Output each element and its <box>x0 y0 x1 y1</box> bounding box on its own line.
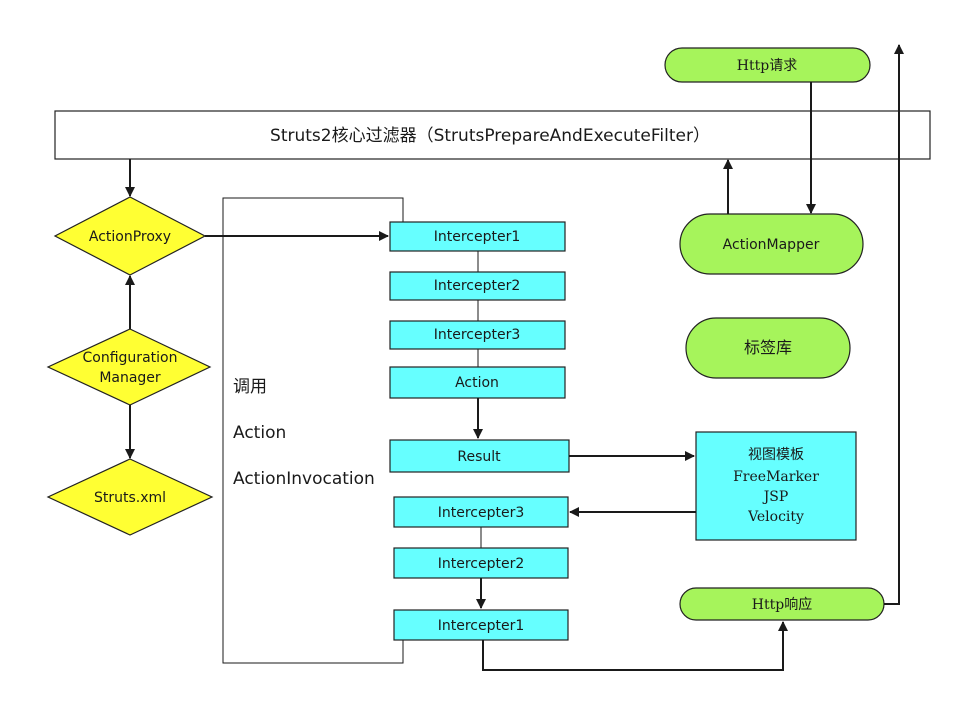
tag-library-node: 标签库 <box>685 317 851 379</box>
interceptor1-in-label: Intercepter1 <box>434 229 521 245</box>
invocation-label-actioninvocation: ActionInvocation <box>233 469 375 489</box>
result-label: Result <box>457 449 501 465</box>
action-proxy-node: ActionProxy <box>53 196 207 276</box>
invocation-bracket <box>222 197 404 664</box>
action-label: Action <box>455 375 499 391</box>
struts-xml-node: Struts.xml <box>46 458 214 536</box>
view-templates-box: 视图模板 FreeMarker JSP Velocity <box>695 431 857 541</box>
http-response-node: Http响应 <box>679 587 885 621</box>
interceptor2-out-label: Intercepter2 <box>438 556 525 572</box>
core-filter-label: Struts2核心过滤器（StrutsPrepareAndExecuteFilt… <box>270 126 710 146</box>
interceptor1-in-box: Intercepter1 <box>389 221 566 252</box>
interceptor1-out-label: Intercepter1 <box>438 618 525 634</box>
action-mapper-node: ActionMapper <box>679 213 864 275</box>
interceptor3-in-label: Intercepter3 <box>434 327 521 343</box>
tag-library-label: 标签库 <box>744 338 792 357</box>
action-proxy-label: ActionProxy <box>89 229 171 245</box>
interceptor1-out-box: Intercepter1 <box>393 609 569 641</box>
interceptor2-in-box: Intercepter2 <box>389 271 566 301</box>
interceptor3-in-box: Intercepter3 <box>389 320 566 350</box>
view-template-jsp: JSP <box>762 489 789 505</box>
arrow-interceptor1-to-response <box>482 621 788 671</box>
invocation-label-action: Action <box>233 423 286 443</box>
struts-xml-label: Struts.xml <box>94 490 166 506</box>
interceptor3-out-box: Intercepter3 <box>393 496 569 528</box>
http-response-label: Http响应 <box>752 596 812 613</box>
configuration-manager-line2: Manager <box>99 370 161 386</box>
result-box: Result <box>389 439 570 473</box>
view-template-freemarker: FreeMarker <box>733 469 819 485</box>
invocation-label-call: 调用 <box>233 377 267 397</box>
interceptor3-out-label: Intercepter3 <box>438 505 525 521</box>
view-templates-title: 视图模板 <box>748 447 804 463</box>
http-request-label: Http请求 <box>737 58 797 74</box>
http-request-node: Http请求 <box>664 47 871 83</box>
action-box: Action <box>389 366 566 399</box>
arrow-response-out <box>884 44 904 605</box>
interceptor2-in-label: Intercepter2 <box>434 278 521 294</box>
configuration-manager-node: Configuration Manager <box>46 328 212 406</box>
view-template-velocity: Velocity <box>747 509 804 525</box>
action-mapper-label: ActionMapper <box>723 237 820 253</box>
configuration-manager-line1: Configuration <box>83 350 178 366</box>
core-filter-box: Struts2核心过滤器（StrutsPrepareAndExecuteFilt… <box>54 110 931 160</box>
interceptor2-out-box: Intercepter2 <box>393 547 569 579</box>
